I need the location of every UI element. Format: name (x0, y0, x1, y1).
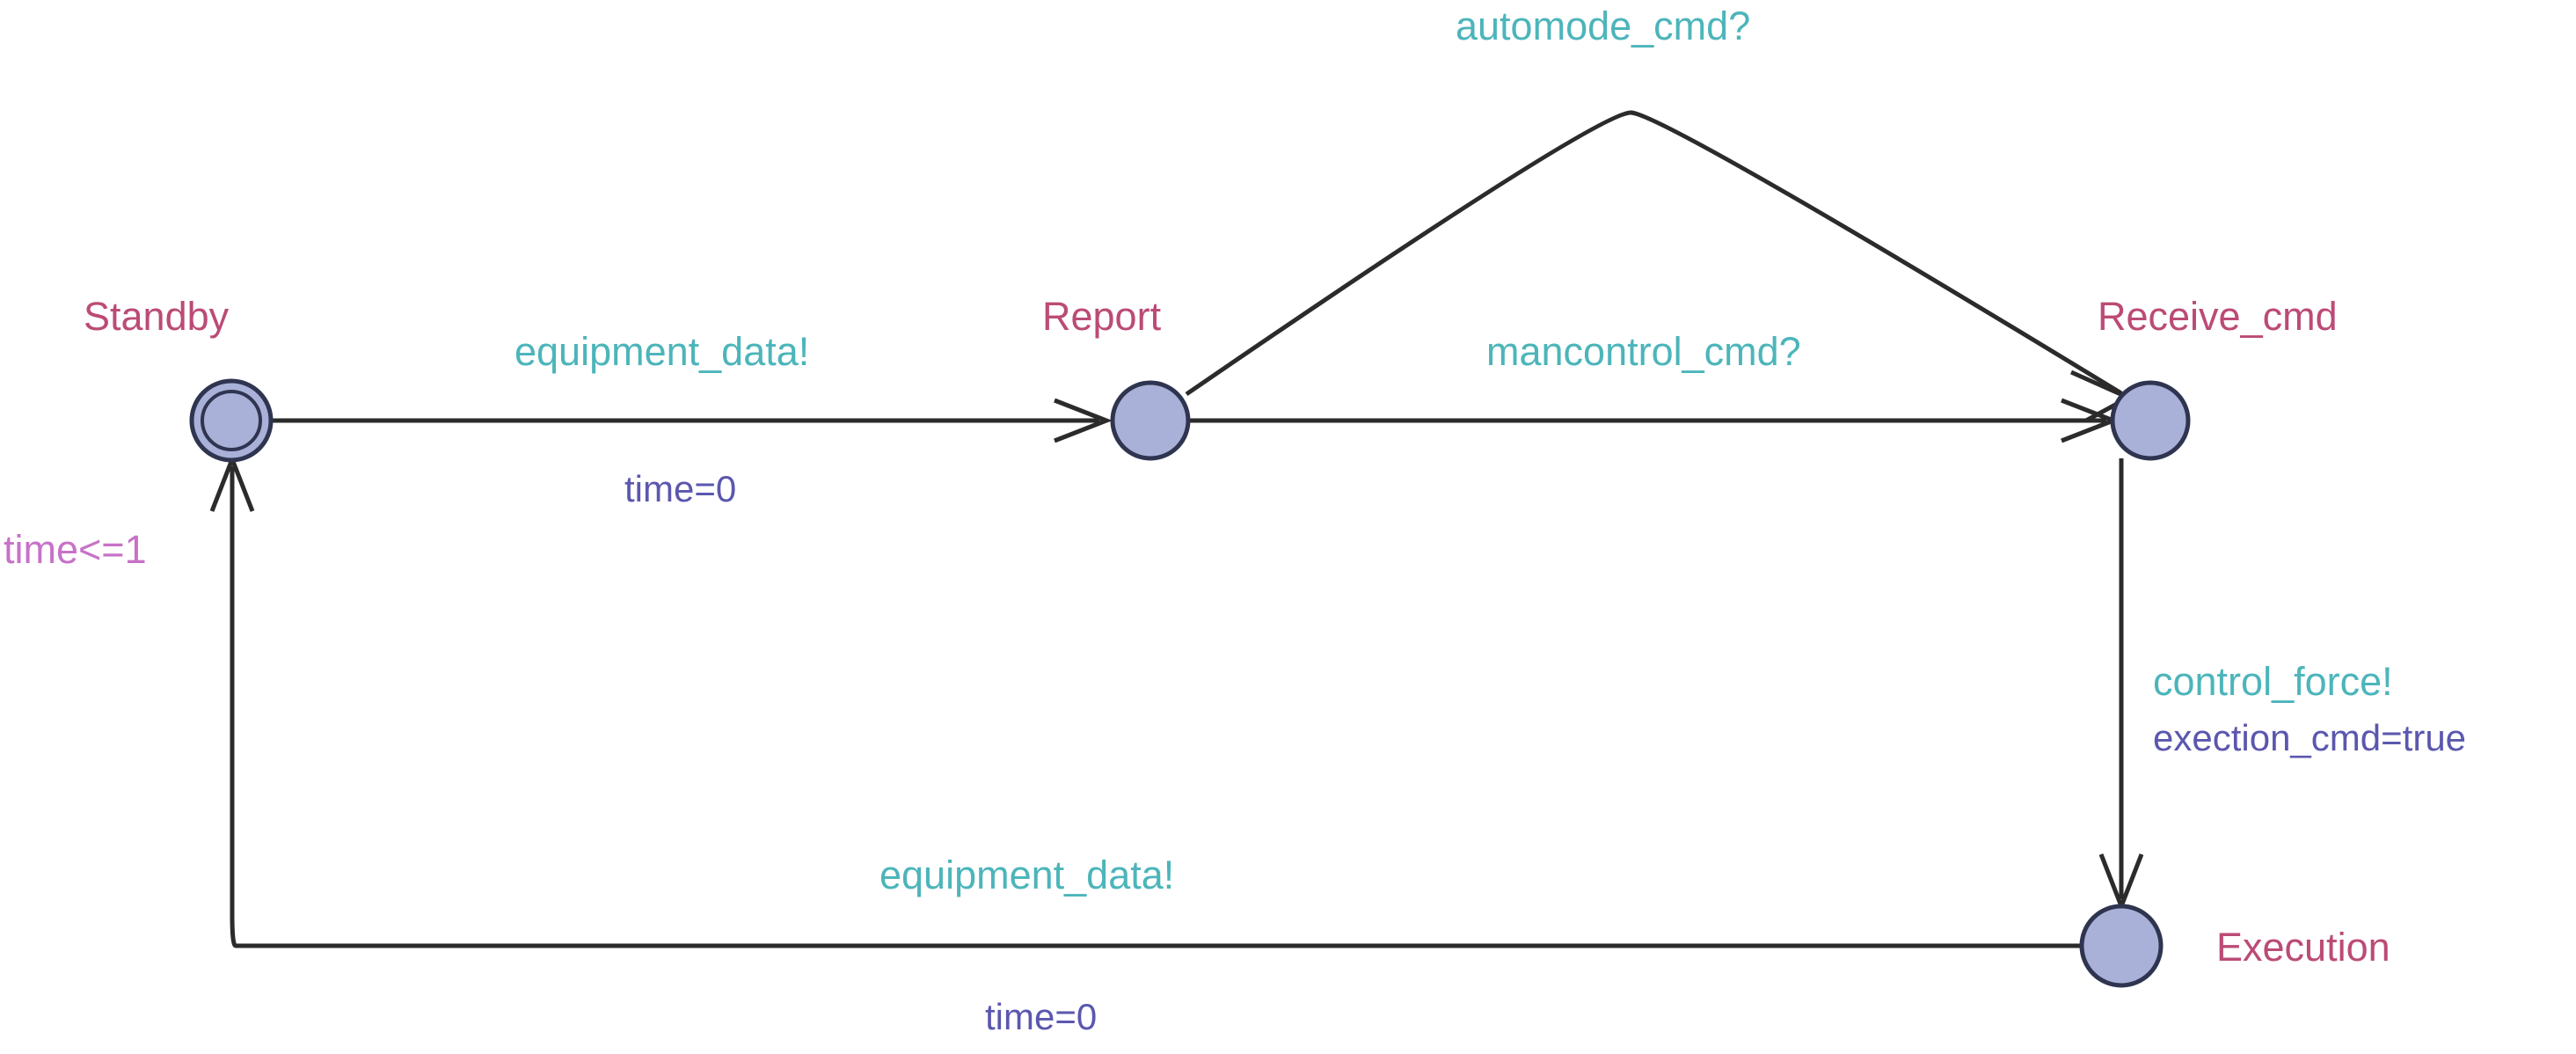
sync-label-standby-to-report: equipment_data! (514, 329, 809, 374)
state-label-execution: Execution (2216, 925, 2390, 970)
edge-report-to-receive-straight[interactable] (1189, 398, 2120, 443)
state-label-receive-cmd: Receive_cmd (2098, 294, 2338, 339)
state-node-execution[interactable] (2079, 904, 2164, 988)
edge-report-to-receive-arc[interactable] (1185, 110, 2134, 423)
edges-layer (209, 110, 2144, 948)
labels-layer: Standby Report Receive_cmd Execution tim… (4, 4, 2466, 1037)
state-node-standby[interactable] (189, 378, 274, 463)
state-label-report: Report (1042, 294, 1162, 339)
state-outer-ring (2110, 380, 2191, 461)
invariant-label-standby: time<=1 (4, 527, 147, 572)
sync-label-mancontrol-cmd: mancontrol_cmd? (1486, 329, 1801, 374)
edge-receive-to-execution[interactable] (2098, 458, 2144, 912)
sync-label-automode-cmd: automode_cmd? (1456, 4, 1750, 48)
assign-label-execution-to-standby: time=0 (985, 996, 1097, 1037)
state-outer-ring (1110, 380, 1191, 461)
state-node-receive-cmd[interactable] (2110, 380, 2191, 461)
assign-label-exection-cmd: exection_cmd=true (2153, 717, 2466, 758)
assign-label-standby-to-report: time=0 (624, 468, 736, 509)
edge-standby-to-report[interactable] (273, 398, 1113, 443)
states-layer (189, 378, 2191, 988)
edge-curve (1185, 110, 2123, 397)
state-label-standby: Standby (84, 294, 230, 339)
state-outer-ring (2079, 904, 2164, 988)
state-inner-ring (201, 390, 262, 451)
sync-label-control-force: control_force! (2153, 659, 2393, 704)
edge-line (230, 466, 2081, 948)
arrowhead-icon (1054, 398, 1113, 443)
sync-label-execution-to-standby: equipment_data! (879, 853, 1174, 897)
state-node-report[interactable] (1110, 380, 1191, 461)
